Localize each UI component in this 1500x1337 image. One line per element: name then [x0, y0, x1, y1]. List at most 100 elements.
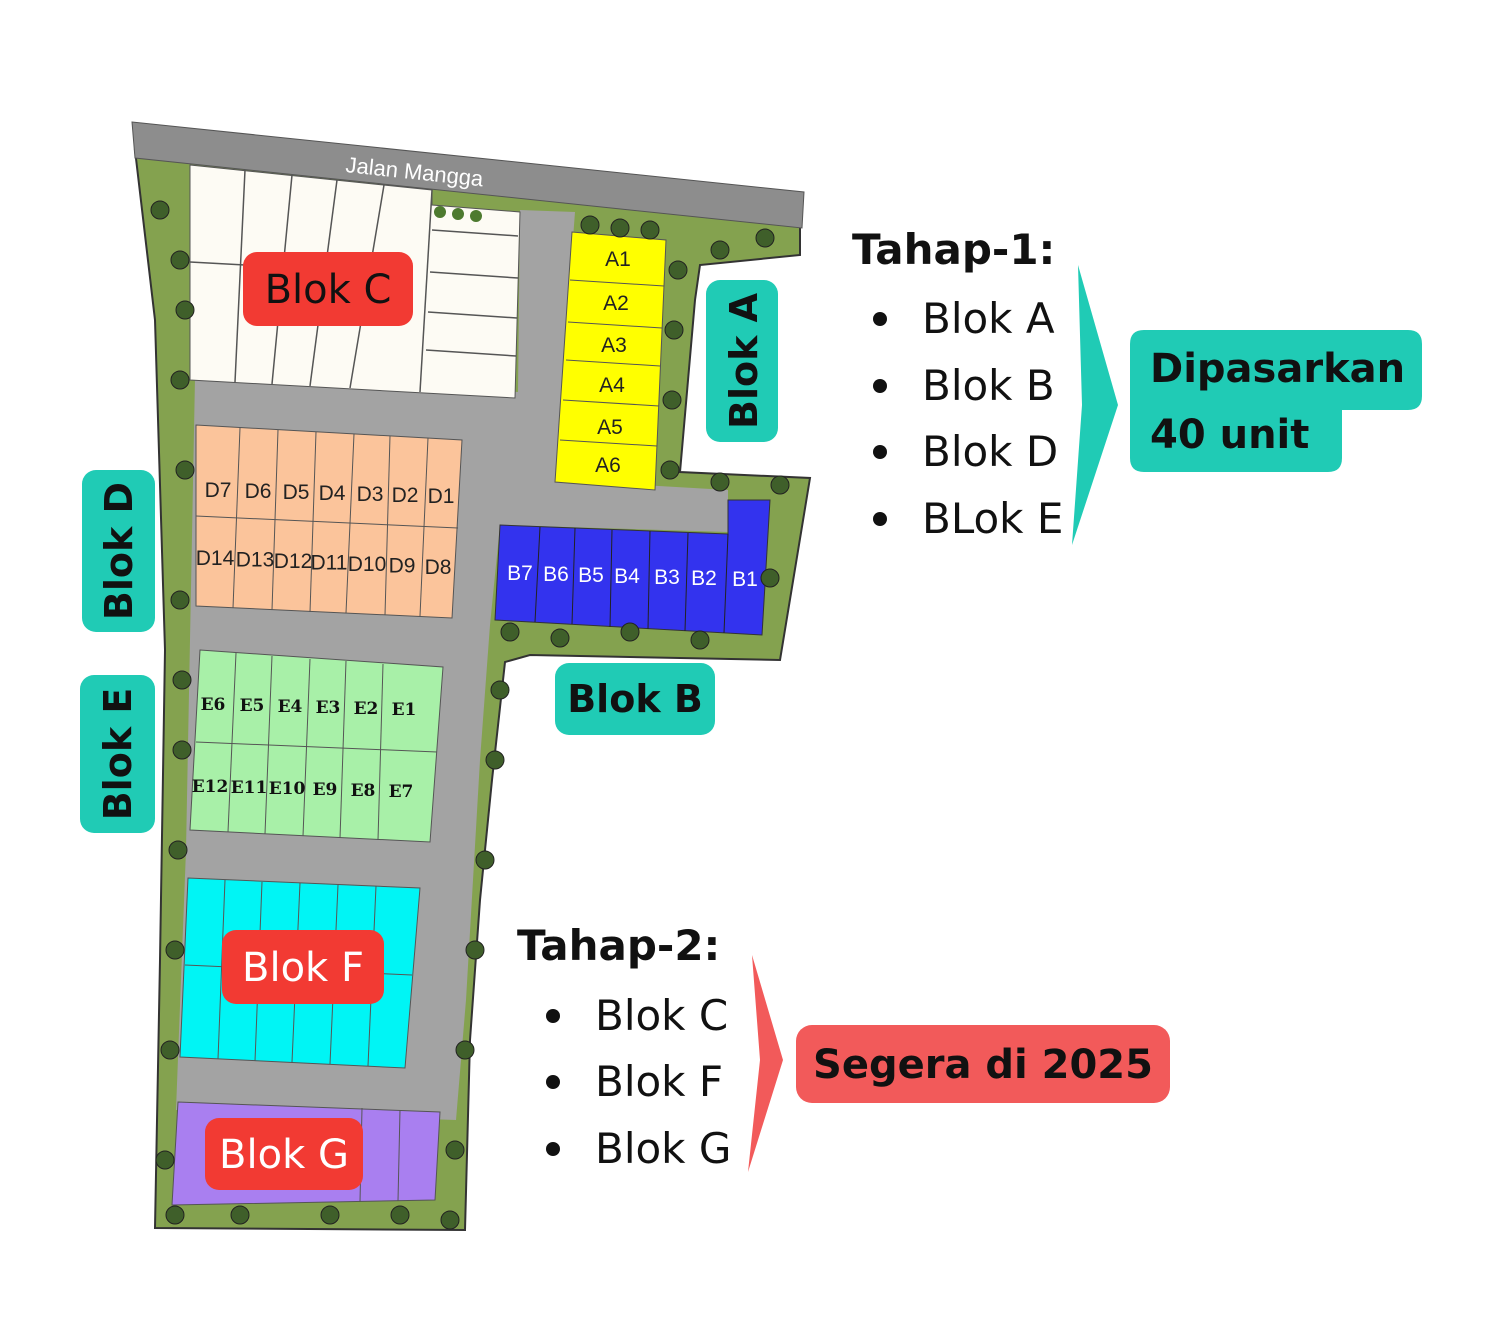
- tree-icon: [490, 680, 510, 700]
- lot-label: E10: [269, 779, 306, 799]
- block-b[interactable]: B7 B6 B5 B4 B3 B2 B1: [494, 499, 771, 636]
- tree-icon: [610, 218, 630, 238]
- phase1-arrow-icon: [1072, 265, 1118, 545]
- badge-blok-a: Blok A: [706, 280, 778, 442]
- lot-label: E6: [201, 695, 226, 715]
- tree-icon: [150, 200, 170, 220]
- tree-icon: [475, 850, 495, 870]
- tree-icon: [165, 940, 185, 960]
- tree-icon: [390, 1205, 410, 1225]
- tree-icon: [165, 1205, 185, 1225]
- lot-label: E12: [192, 777, 229, 797]
- phase2-result-badge: [796, 1025, 1170, 1103]
- lot-label: D1: [428, 485, 455, 508]
- lot-label: A6: [595, 454, 621, 477]
- phase1-result-badge: [1130, 330, 1422, 472]
- tree-icon: [690, 630, 710, 650]
- lot-label: B4: [614, 565, 640, 588]
- bullet-icon: [873, 445, 887, 459]
- badge-blok-c: Blok C: [243, 252, 413, 326]
- lot-label: E4: [278, 697, 303, 717]
- tree-icon: [500, 622, 520, 642]
- tree-icon: [445, 1140, 465, 1160]
- badge-blok-a-text: Blok A: [722, 292, 766, 429]
- lot-label: B5: [578, 564, 604, 587]
- tree-icon: [455, 1040, 475, 1060]
- lot-label: D2: [392, 484, 419, 507]
- phase1-result-line2: 40 unit: [1150, 412, 1309, 458]
- phase2-arrow-icon: [748, 955, 783, 1172]
- tree-icon: [170, 590, 190, 610]
- legend-item: Blok F: [595, 1057, 723, 1106]
- lot-label: B1: [732, 568, 758, 591]
- tree-icon: [172, 670, 192, 690]
- badge-blok-g-text: Blok G: [219, 1132, 349, 1178]
- bullet-icon: [546, 1009, 560, 1023]
- tree-icon: [168, 840, 188, 860]
- lot-label: B3: [654, 566, 680, 589]
- lot-label: E2: [354, 699, 379, 719]
- tree-icon: [640, 220, 660, 240]
- bullet-icon: [873, 312, 887, 326]
- lot-label: D5: [283, 481, 310, 504]
- tree-icon: [485, 750, 505, 770]
- tree-icon: [620, 622, 640, 642]
- lot-label: D3: [357, 483, 384, 506]
- badge-blok-d: Blok D: [82, 470, 155, 632]
- tree-icon: [155, 1150, 175, 1170]
- lot-label: B7: [507, 562, 533, 585]
- lot-label: A4: [599, 374, 625, 397]
- tree-icon: [465, 940, 485, 960]
- legend-item: Blok D: [922, 427, 1058, 476]
- lot-label: B2: [691, 567, 717, 590]
- tree-icon: [710, 472, 730, 492]
- tree-icon: [755, 228, 775, 248]
- phase2-title: Tahap-2:: [517, 921, 720, 970]
- tree-icon: [160, 1040, 180, 1060]
- lot-label: A2: [603, 292, 629, 315]
- legend-item: BLok E: [922, 494, 1063, 543]
- phase2-result-text: Segera di 2025: [813, 1042, 1153, 1088]
- tree-icon: [175, 460, 195, 480]
- lot-label: B6: [543, 563, 569, 586]
- tree-icon: [170, 250, 190, 270]
- lot-label: E5: [240, 696, 265, 716]
- lot-label: E7: [389, 782, 414, 802]
- badge-blok-g: Blok G: [205, 1118, 363, 1190]
- tree-icon: [320, 1205, 340, 1225]
- lot-label: A5: [597, 416, 623, 439]
- phase1-result-line1: Dipasarkan: [1150, 346, 1405, 392]
- tree-icon: [172, 740, 192, 760]
- tree-icon: [440, 1210, 460, 1230]
- tree-icon: [662, 390, 682, 410]
- lot-label: D6: [245, 480, 272, 503]
- phase1-title: Tahap-1:: [852, 225, 1055, 274]
- lot-label: E1: [392, 700, 417, 720]
- legend-item: Blok B: [922, 361, 1055, 410]
- tree-icon: [170, 370, 190, 390]
- tree-icon: [664, 320, 684, 340]
- road-jalan-mangga: [131, 121, 805, 229]
- bullet-icon: [546, 1142, 560, 1156]
- badge-blok-c-text: Blok C: [265, 267, 392, 313]
- lot-label: D7: [205, 479, 232, 502]
- bullet-icon: [546, 1075, 560, 1089]
- lot-label: D13: [236, 549, 275, 572]
- tree-icon: [175, 300, 195, 320]
- badge-blok-d-text: Blok D: [97, 482, 141, 620]
- lot-label: D10: [348, 553, 387, 576]
- legend-item: Blok G: [595, 1124, 731, 1173]
- tree-icon: [710, 240, 730, 260]
- lot-label: D8: [425, 556, 452, 579]
- tree-icon: [660, 460, 680, 480]
- lot-label: E8: [351, 781, 376, 801]
- tree-icon: [668, 260, 688, 280]
- badge-blok-f-text: Blok F: [242, 945, 364, 991]
- tree-icon: [230, 1205, 250, 1225]
